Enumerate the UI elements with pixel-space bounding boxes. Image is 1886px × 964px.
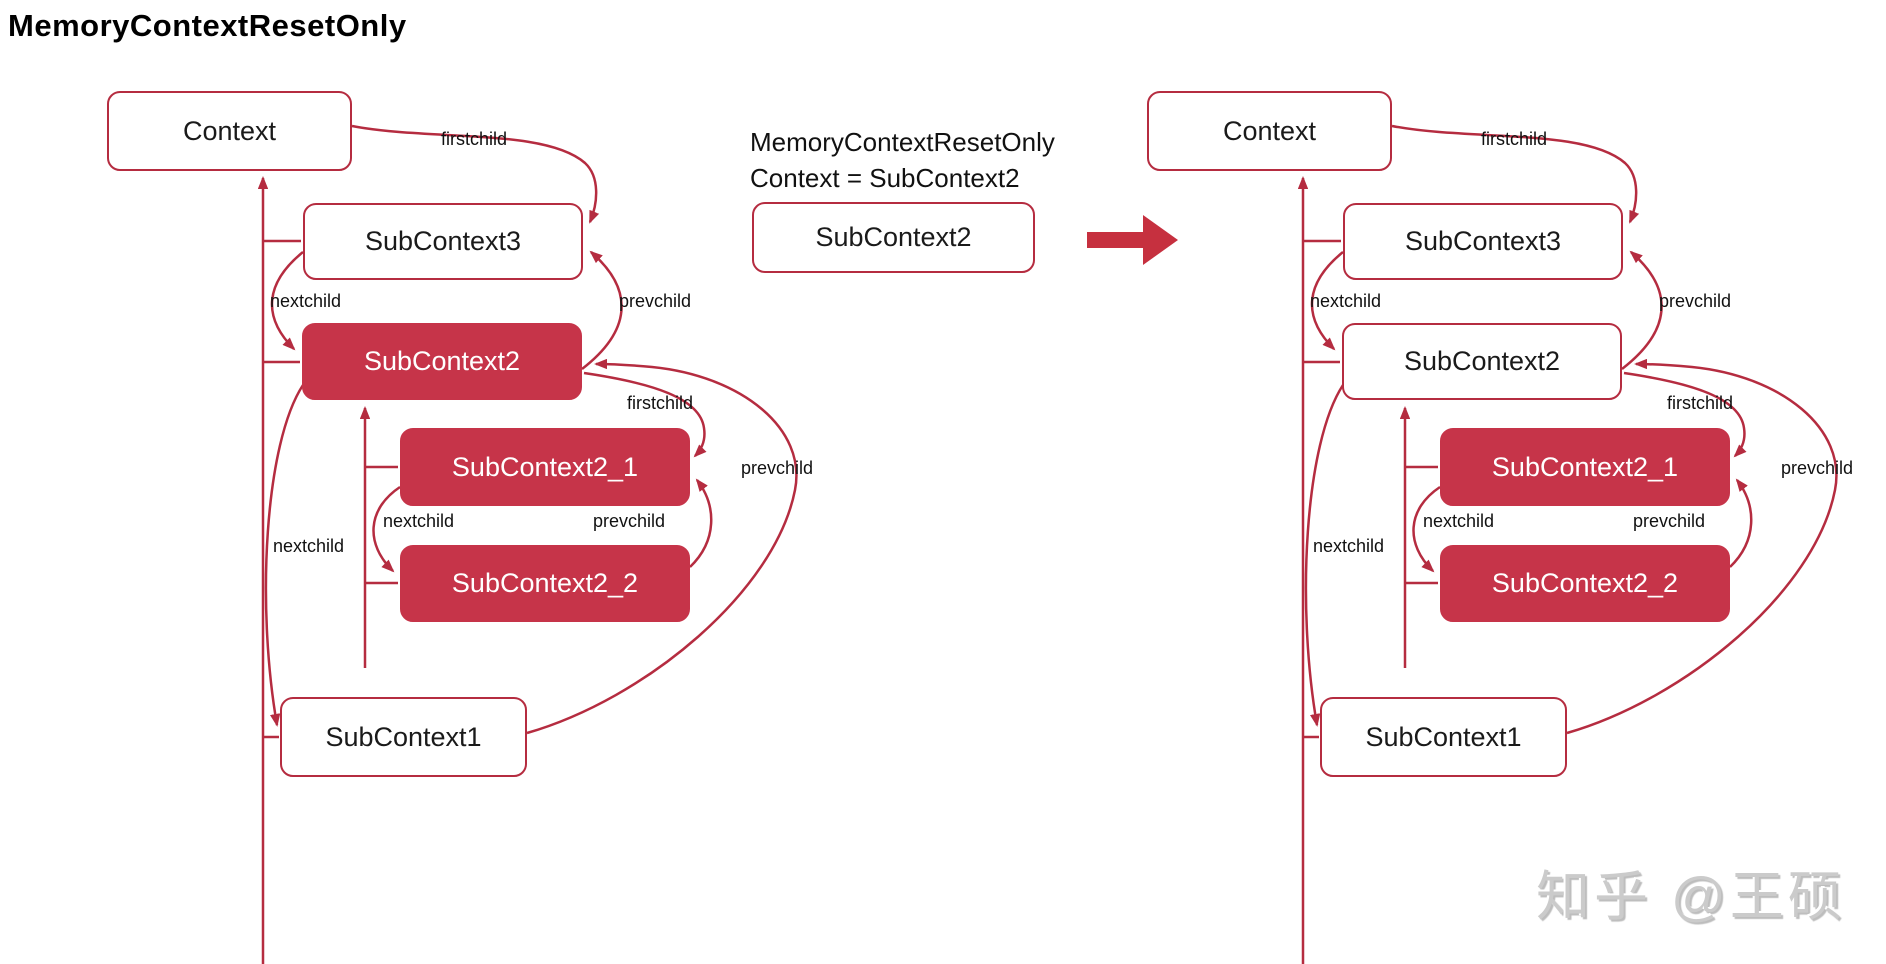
label-nextchild-outer-left: nextchild — [273, 536, 345, 556]
node-subcontext2-2-right: SubContext2_2 — [1440, 545, 1730, 622]
label-firstchild-right: firstchild — [1481, 129, 1548, 149]
label-prevchild-outer-left: prevchild — [741, 458, 814, 478]
node-subcontext2-2-left: SubContext2_2 — [400, 545, 690, 622]
node-subcontext2-right: SubContext2 — [1342, 323, 1622, 400]
node-subcontext1-left: SubContext1 — [280, 697, 527, 777]
node-subcontext1-right: SubContext1 — [1320, 697, 1567, 777]
transition-arrow-icon — [1087, 215, 1178, 265]
label-prevchild-inner-left: prevchild — [593, 511, 666, 531]
node-subcontext3-left: SubContext3 — [303, 203, 583, 280]
operation-annotation: MemoryContextResetOnly Context = SubCont… — [750, 124, 1055, 196]
edge-group — [257, 124, 798, 964]
node-context-left: Context — [107, 91, 352, 171]
label-prevchild-left: prevchild — [619, 291, 692, 311]
operation-name: MemoryContextResetOnly — [750, 127, 1055, 157]
label-nextchild-outer-right: nextchild — [1313, 536, 1385, 556]
label-nextchild-right: nextchild — [1310, 291, 1382, 311]
watermark: 知乎 @王硕 — [1536, 867, 1846, 927]
label-firstchild2-right: firstchild — [1667, 393, 1734, 413]
label-prevchild-inner-right: prevchild — [1633, 511, 1706, 531]
node-context-right: Context — [1147, 91, 1392, 171]
node-subcontext2-1-right: SubContext2_1 — [1440, 428, 1730, 506]
label-firstchild-left: firstchild — [441, 129, 508, 149]
page-title: MemoryContextResetOnly — [8, 8, 407, 43]
node-subcontext2-1-left: SubContext2_1 — [400, 428, 690, 506]
label-prevchild-right: prevchild — [1659, 291, 1732, 311]
label-nextchild-left: nextchild — [270, 291, 342, 311]
node-subcontext2-middle: SubContext2 — [752, 202, 1035, 273]
node-subcontext3-right: SubContext3 — [1343, 203, 1623, 280]
label-nextchild-inner-left: nextchild — [383, 511, 455, 531]
node-subcontext2-left: SubContext2 — [302, 323, 582, 400]
label-nextchild-inner-right: nextchild — [1423, 511, 1495, 531]
label-firstchild2-left: firstchild — [627, 393, 694, 413]
label-prevchild-outer-right: prevchild — [1781, 458, 1854, 478]
operation-assignment: Context = SubContext2 — [750, 163, 1020, 193]
